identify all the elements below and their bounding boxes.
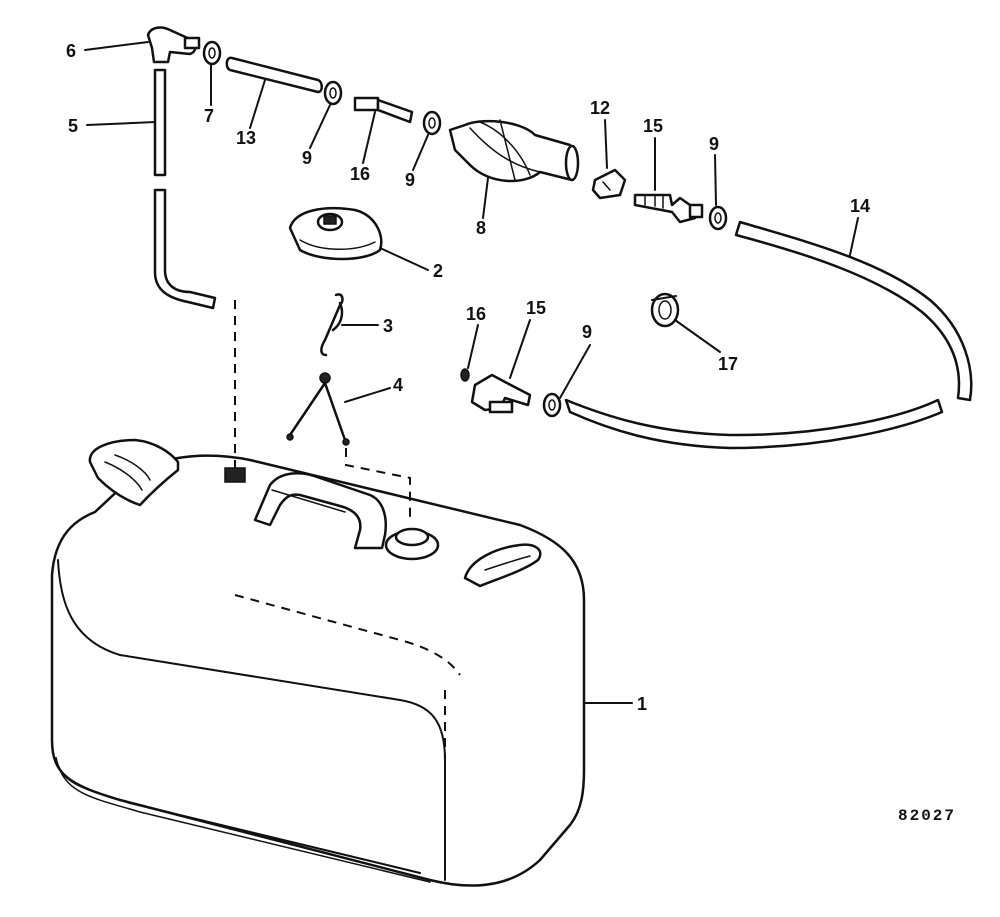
callout-8: 8	[476, 218, 486, 238]
callout-15: 15	[526, 298, 546, 318]
retainer	[286, 372, 350, 446]
check-valve-10	[591, 168, 627, 200]
callout-labels: 6 5 7 13 9 16 9 8 12 15 9 14 2 3 4 16 15…	[66, 41, 956, 825]
callout-7: 7	[204, 106, 214, 126]
callout-2: 2	[433, 261, 443, 281]
fuel-tank	[50, 454, 586, 887]
hose-clamp-7	[202, 40, 222, 66]
o-ring-16	[460, 368, 470, 382]
connector-15	[470, 373, 532, 414]
tank-spout	[88, 438, 180, 507]
connector-13	[633, 193, 704, 224]
callout-6: 6	[66, 41, 76, 61]
leader-lines	[84, 41, 859, 704]
figure-code: 82027	[898, 807, 956, 825]
callout-4: 4	[393, 375, 403, 395]
callout-9: 9	[302, 148, 312, 168]
callout-9: 9	[582, 322, 592, 342]
callout-16: 16	[466, 304, 486, 324]
hose-clamp-9-c	[708, 205, 728, 231]
hose-12	[564, 220, 973, 450]
primer-bulb	[448, 119, 580, 183]
callout-10: 12	[590, 98, 610, 118]
callout-1: 1	[637, 694, 647, 714]
callout-5: 5	[68, 116, 78, 136]
chain-hook	[320, 293, 344, 357]
hose-11	[225, 56, 323, 94]
connector-14	[353, 96, 414, 124]
callout-9: 9	[405, 170, 415, 190]
callout-11: 13	[236, 128, 256, 148]
hose-clamp-9-a	[323, 80, 343, 106]
filler-cap	[288, 206, 383, 261]
tank-vent-fitting	[224, 467, 246, 483]
callout-14: 16	[350, 164, 370, 184]
callout-3: 3	[383, 316, 393, 336]
elbow-fitting	[146, 26, 201, 64]
tank-outlet-fitting	[463, 543, 542, 588]
callout-12: 14	[850, 196, 870, 216]
filler-neck	[384, 527, 440, 561]
callout-17: 17	[718, 354, 738, 374]
hose-clamp-9-d	[542, 392, 562, 418]
hose-clamp-9-b	[422, 110, 442, 136]
tank-handle	[253, 472, 387, 550]
callout-13: 15	[643, 116, 663, 136]
callout-9: 9	[709, 134, 719, 154]
hose-clamp-17	[650, 292, 680, 328]
